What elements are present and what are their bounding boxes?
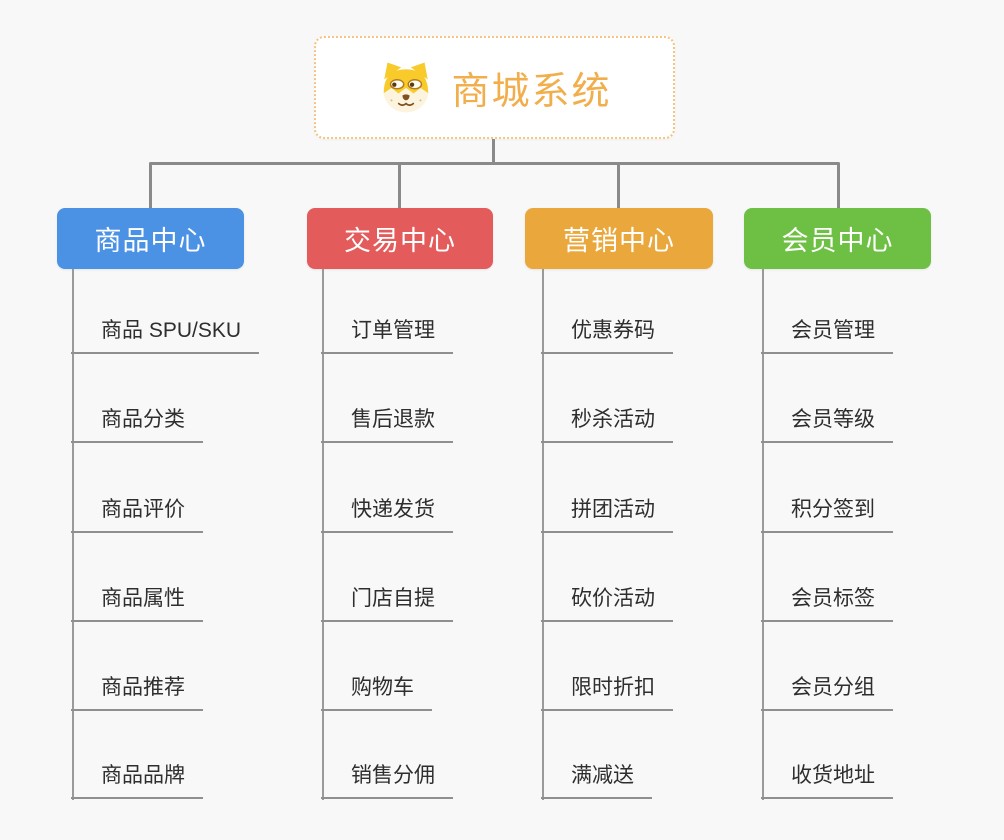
branch-header-marketing-center[interactable]: 营销中心 (525, 208, 713, 269)
leaf-item[interactable]: 商品评价 (71, 495, 203, 533)
root-title: 商城系统 (451, 71, 612, 113)
leaf-item[interactable]: 满减送 (541, 761, 652, 799)
connector-rail (149, 162, 840, 165)
leaf-item[interactable]: 会员分组 (761, 673, 893, 711)
connector-drop-trade (398, 163, 401, 208)
connector-drop-marketing (617, 163, 620, 208)
branch-spine-trade (322, 269, 324, 800)
leaf-item[interactable]: 积分签到 (761, 495, 893, 533)
leaf-item[interactable]: 商品品牌 (71, 761, 203, 799)
leaf-item[interactable]: 优惠券码 (541, 316, 673, 354)
connector-drop-member (837, 163, 840, 208)
branch-header-member-center[interactable]: 会员中心 (744, 208, 931, 269)
root-node-mall-system[interactable]: 商城系统 (314, 36, 675, 139)
branch-spine-member (762, 269, 764, 800)
branch-spine-marketing (542, 269, 544, 800)
leaf-item[interactable]: 砍价活动 (541, 584, 673, 622)
shiba-dog-icon (377, 60, 435, 115)
leaf-item[interactable]: 秒杀活动 (541, 405, 673, 443)
leaf-item[interactable]: 销售分佣 (321, 761, 453, 799)
leaf-item[interactable]: 会员标签 (761, 584, 893, 622)
branch-header-trade-center[interactable]: 交易中心 (307, 208, 493, 269)
connector-root-stub (492, 139, 495, 165)
leaf-item[interactable]: 收货地址 (761, 761, 893, 799)
leaf-item[interactable]: 门店自提 (321, 584, 453, 622)
connector-drop-product (149, 163, 152, 208)
leaf-item[interactable]: 会员管理 (761, 316, 893, 354)
leaf-item[interactable]: 商品分类 (71, 405, 203, 443)
leaf-item[interactable]: 商品属性 (71, 584, 203, 622)
leaf-item[interactable]: 拼团活动 (541, 495, 673, 533)
branch-spine-product (72, 269, 74, 800)
leaf-item[interactable]: 商品推荐 (71, 673, 203, 711)
leaf-item[interactable]: 售后退款 (321, 405, 453, 443)
leaf-item[interactable]: 商品 SPU/SKU (71, 316, 260, 354)
leaf-item[interactable]: 会员等级 (761, 405, 893, 443)
leaf-item[interactable]: 限时折扣 (541, 673, 673, 711)
branch-header-product-center[interactable]: 商品中心 (57, 208, 244, 269)
leaf-item[interactable]: 快递发货 (321, 495, 453, 533)
leaf-item[interactable]: 订单管理 (321, 316, 453, 354)
leaf-item[interactable]: 购物车 (321, 673, 432, 711)
